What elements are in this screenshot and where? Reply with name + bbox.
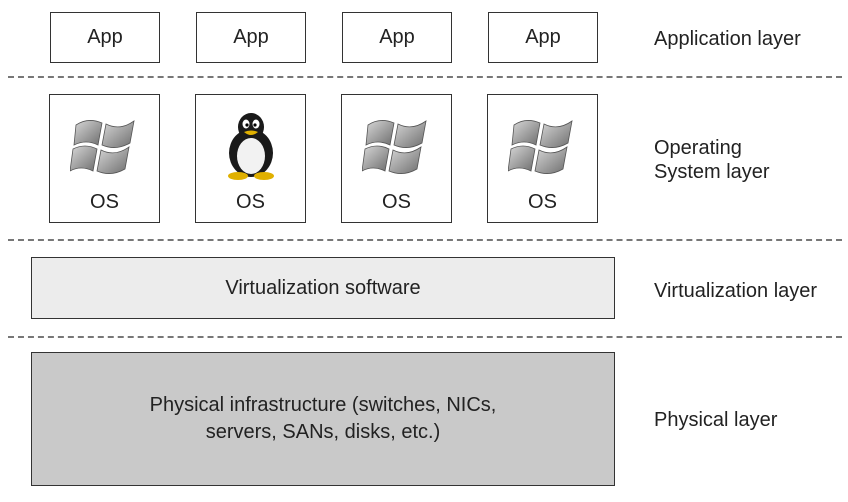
app-label: App <box>525 26 561 48</box>
app-label: App <box>379 26 415 48</box>
app-box-1: App <box>50 12 160 63</box>
physical-infrastructure-box: Physical infrastructure (switches, NICs,… <box>31 352 615 486</box>
os-label: OS <box>236 191 265 213</box>
os-box-4: OS <box>487 94 598 223</box>
windows-logo-icon <box>507 120 573 174</box>
physical-infrastructure-label: Physical infrastructure (switches, NICs,… <box>149 394 497 443</box>
virtualization-software-label: Virtualization software <box>225 276 421 299</box>
layer-divider <box>8 239 842 241</box>
os-box-2: OS <box>195 94 306 223</box>
app-label: App <box>233 26 269 48</box>
app-label: App <box>87 26 123 48</box>
os-label: OS <box>90 191 119 213</box>
layer-divider <box>8 336 842 338</box>
os-label: OS <box>382 191 411 213</box>
operating-system-layer-label: Operating System layer <box>654 137 770 183</box>
windows-logo-icon <box>69 120 135 174</box>
linux-penguin-icon <box>227 113 274 180</box>
app-box-3: App <box>342 12 452 63</box>
windows-logo-icon <box>361 120 427 174</box>
app-box-2: App <box>196 12 306 63</box>
application-layer-label: Application layer <box>654 28 801 50</box>
os-box-3: OS <box>341 94 452 223</box>
os-box-1: OS <box>49 94 160 223</box>
virtualization-software-box: Virtualization software <box>31 257 615 319</box>
virtualization-layer-label: Virtualization layer <box>654 280 818 302</box>
app-box-4: App <box>488 12 598 63</box>
physical-layer-label: Physical layer <box>654 409 778 431</box>
layer-divider <box>8 76 842 78</box>
os-label: OS <box>528 191 557 213</box>
